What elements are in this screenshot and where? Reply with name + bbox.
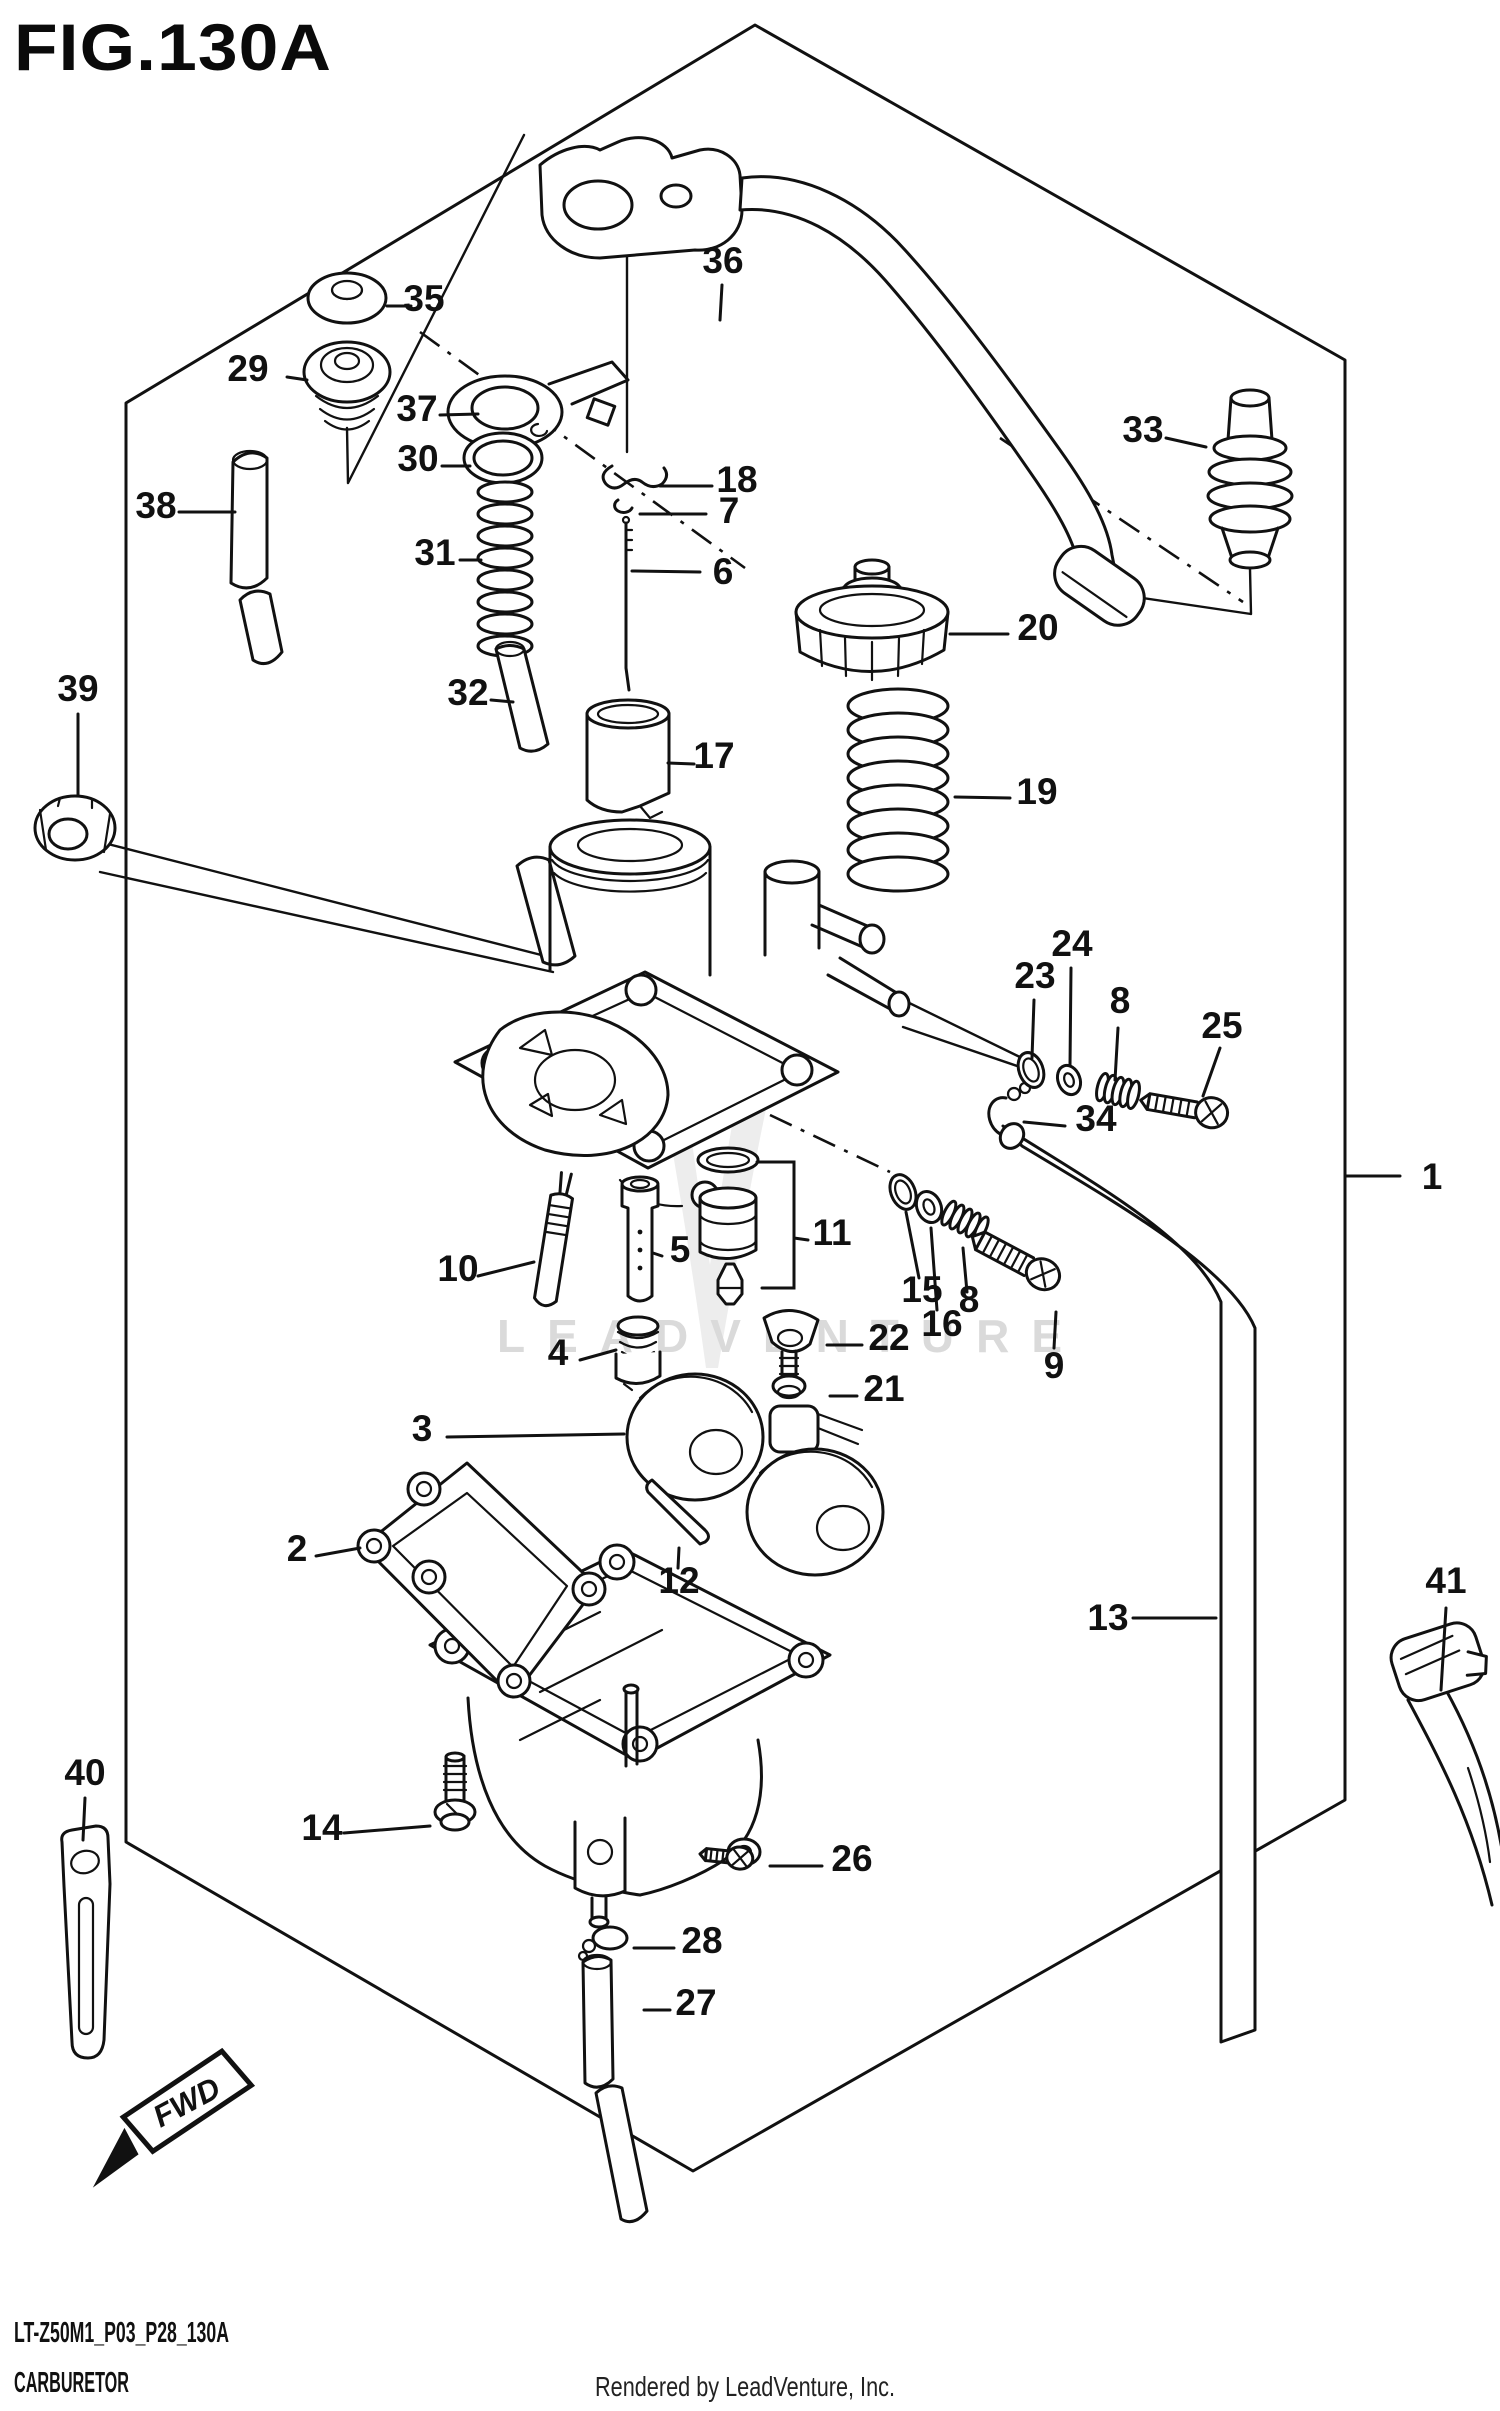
callout-35: 35 <box>403 278 444 319</box>
part-33-boot <box>1206 388 1294 570</box>
callout-23: 23 <box>1014 955 1055 996</box>
callout-24: 24 <box>1051 923 1093 964</box>
callout-1: 1 <box>1422 1156 1443 1197</box>
callout-12: 12 <box>658 1560 699 1601</box>
fwd-marker: FWD <box>92 2047 256 2188</box>
callout-7: 7 <box>719 490 740 531</box>
fwd-arrow-icon <box>92 2127 139 2188</box>
callout-17: 17 <box>693 735 734 776</box>
figure-title: FIG.130A <box>14 10 332 84</box>
part-31-spring <box>476 480 534 658</box>
callout-31: 31 <box>414 532 455 573</box>
part-36-cable-lever <box>538 136 1146 627</box>
callout-38: 38 <box>135 485 176 526</box>
part-40-strap <box>60 1824 112 2060</box>
figure-name: CARBURETOR <box>14 2367 129 2399</box>
part-20-mixing-cap <box>794 558 950 682</box>
part-26-screw <box>698 1845 755 1871</box>
callout-13: 13 <box>1087 1597 1128 1638</box>
part-6-jet-needle <box>621 515 634 692</box>
callout-30: 30 <box>397 438 438 479</box>
callout-2: 2 <box>287 1528 308 1569</box>
callout-8b: 8 <box>959 1279 980 1320</box>
part-18-clip <box>601 464 669 490</box>
pointer-lines <box>98 133 1253 1071</box>
part-5-main-jet <box>620 1175 660 1303</box>
part-19-throttle-spring <box>846 687 950 893</box>
part-30-oring <box>462 431 544 485</box>
callout-14: 14 <box>301 1807 343 1848</box>
callout-16: 16 <box>921 1303 962 1344</box>
part-24-washer <box>1055 1063 1083 1097</box>
callout-10: 10 <box>437 1248 478 1289</box>
callout-5: 5 <box>670 1229 691 1270</box>
callout-15: 15 <box>901 1269 942 1310</box>
figure-code: LT-Z50M1_P03_P28_130A <box>14 2317 229 2349</box>
part-9-screw <box>970 1230 1062 1292</box>
callout-41: 41 <box>1425 1560 1466 1601</box>
callout-28: 28 <box>681 1920 722 1961</box>
callout-36: 36 <box>702 240 743 281</box>
callout-32: 32 <box>447 672 488 713</box>
callout-26: 26 <box>831 1838 872 1879</box>
callouts: 1 2 3 4 5 6 7 8 8 9 10 11 12 13 14 15 16… <box>57 240 1466 2023</box>
frame-border <box>124 23 1347 2173</box>
leader-lines <box>76 283 1448 2012</box>
part-15-oring <box>888 1173 918 1211</box>
part-3-float-set <box>625 1372 885 1577</box>
part-14-screw <box>433 1751 477 1832</box>
part-16-washer <box>914 1189 944 1225</box>
part-27-drain-tube <box>581 1953 649 2224</box>
render-credit: Rendered by LeadVenture, Inc. <box>595 2371 895 2402</box>
callout-3: 3 <box>412 1408 433 1449</box>
part-7-needle-clip <box>613 498 634 514</box>
callout-40: 40 <box>64 1752 105 1793</box>
callout-20: 20 <box>1017 607 1058 648</box>
part-8-spring-upper <box>1095 1071 1141 1111</box>
callout-4: 4 <box>548 1332 569 1373</box>
callout-27: 27 <box>675 1982 716 2023</box>
callout-37: 37 <box>396 388 437 429</box>
callout-8a: 8 <box>1110 980 1131 1021</box>
frame <box>124 23 1347 2173</box>
callout-34: 34 <box>1075 1098 1117 1139</box>
callout-9: 9 <box>1044 1345 1065 1386</box>
callout-25: 25 <box>1201 1005 1242 1046</box>
part-29-plug-screw <box>302 340 392 431</box>
callout-22: 22 <box>868 1317 909 1358</box>
callout-18: 18 <box>716 459 757 500</box>
part-39-nut <box>33 794 117 862</box>
callout-21: 21 <box>863 1368 904 1409</box>
part-22-tongue <box>762 1309 820 1353</box>
part-11-plunger-set <box>696 1146 760 1306</box>
part-25-screw <box>1139 1092 1230 1130</box>
part-35-inlet-cap <box>306 271 388 325</box>
callout-33: 33 <box>1122 409 1163 450</box>
callout-29: 29 <box>227 348 268 389</box>
part-21-screw <box>771 1349 807 1400</box>
part-10-needle-jet <box>533 1171 575 1308</box>
part-38-vent-tube <box>229 449 284 666</box>
part-41-clamp <box>1389 1621 1500 1907</box>
part-12-pin <box>645 1478 710 1546</box>
callout-11: 11 <box>812 1212 851 1253</box>
part-32-starter-plunger <box>494 640 550 753</box>
callout-39: 39 <box>57 668 98 709</box>
callout-6: 6 <box>713 551 734 592</box>
part-4-plug <box>614 1315 662 1392</box>
part-2-gasket <box>356 1461 607 1699</box>
part-13-fuel-hose <box>998 1122 1257 2044</box>
part-17-throttle-valve <box>585 698 671 820</box>
part-23-washer <box>1016 1051 1046 1089</box>
callout-19: 19 <box>1016 771 1057 812</box>
